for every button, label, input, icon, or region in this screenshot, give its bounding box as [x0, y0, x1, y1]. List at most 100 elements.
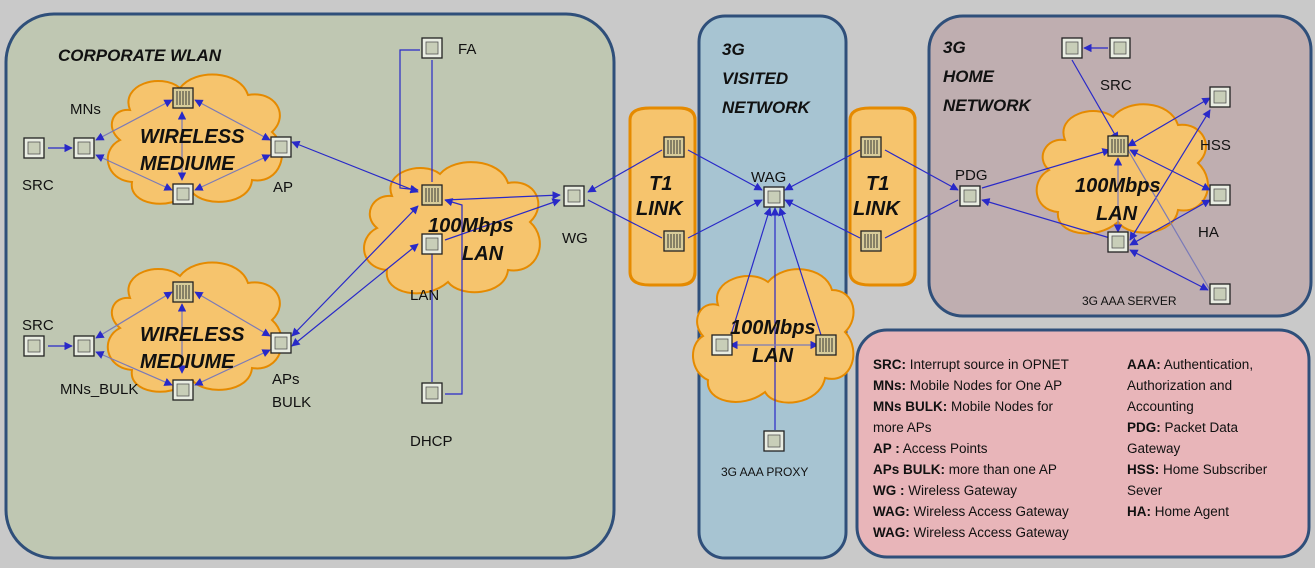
t1-left-line1: T1 [649, 173, 672, 195]
dhcp-node-icon[interactable] [421, 382, 443, 404]
t1-right-router-bottom-icon[interactable] [860, 230, 882, 252]
fa-label: FA [458, 41, 476, 58]
src-home-node-2-icon[interactable] [1109, 37, 1131, 59]
t1-left-router-bottom-icon[interactable] [663, 230, 685, 252]
legend-left-text-4: Access Points [900, 441, 988, 456]
t1-right-router-top-icon[interactable] [860, 136, 882, 158]
visited-title-line2: VISITED [722, 69, 788, 88]
corp-lan-line2: LAN [462, 243, 504, 265]
ap-label: AP [273, 179, 293, 196]
legend-left-item-0: SRC: Interrupt source in OPNET [873, 357, 1069, 372]
fa-node-icon[interactable] [421, 37, 443, 59]
home-lan-router-icon[interactable] [1107, 135, 1129, 157]
corp-lan-router-icon[interactable] [421, 184, 443, 206]
home-title-line1: 3G [943, 38, 966, 57]
wireless-bottom-router-icon[interactable] [172, 281, 194, 303]
legend-right-key-5: HSS: [1127, 462, 1159, 477]
t1-right-line1: T1 [866, 173, 889, 195]
wireless-top-router-icon[interactable] [172, 87, 194, 109]
legend-right-item-5: HSS: Home Subscriber [1127, 462, 1268, 477]
aaa-proxy-node-icon[interactable] [763, 430, 785, 452]
aps-bulk-label-line1: APs [272, 371, 300, 388]
legend-right-column: AAA: Authentication, Authorization andAcc… [1127, 357, 1268, 519]
legend-right-key-3: PDG: [1127, 420, 1161, 435]
src-top-node-icon[interactable] [23, 137, 45, 159]
lan-node-icon[interactable] [421, 233, 443, 255]
legend-left-item-3: more APs [873, 420, 932, 435]
legend-left-key-1: MNs: [873, 378, 906, 393]
src-home-node-icon[interactable] [1061, 37, 1083, 59]
wg-node-icon[interactable] [563, 185, 585, 207]
legend-left-key-6: WG : [873, 483, 905, 498]
aps-bulk-node-icon[interactable] [270, 332, 292, 354]
legend-left-item-7: WAG: Wireless Access Gateway [873, 504, 1069, 519]
legend-left-text-0: Interrupt source in OPNET [906, 357, 1069, 372]
ha-label: HA [1198, 224, 1219, 241]
wag-label: WAG [751, 169, 786, 186]
wireless-bottom-node-icon[interactable] [172, 379, 194, 401]
ap-node-icon[interactable] [270, 136, 292, 158]
home-title-line2: HOME [943, 67, 995, 86]
legend-left-text-1: Mobile Nodes for One AP [906, 378, 1062, 393]
wireless-top-line1: WIRELESS [140, 126, 245, 148]
legend-right-item-3: PDG: Packet Data [1127, 420, 1239, 435]
legend-right-item-7: HA: Home Agent [1127, 504, 1229, 519]
legend-left-item-6: WG : Wireless Gateway [873, 483, 1017, 498]
lan-label: LAN [410, 287, 439, 304]
legend-left-key-7: WAG: [873, 504, 910, 519]
ha-node-icon[interactable] [1209, 184, 1231, 206]
legend-left-text-2: Mobile Nodes for [947, 399, 1053, 414]
legend-right-item-2: Accounting [1127, 399, 1194, 414]
src-home-label: SRC [1100, 77, 1132, 94]
wireless-top-line2: MEDIUME [140, 153, 235, 175]
legend-left-key-5: APs BULK: [873, 462, 945, 477]
visited-lan-line2: LAN [752, 345, 794, 367]
legend-right-text-4: Gateway [1127, 441, 1181, 456]
legend-right-text-0: Authentication, [1161, 357, 1253, 372]
t1-left-router-top-icon[interactable] [663, 136, 685, 158]
legend-right-text-3: Packet Data [1161, 420, 1239, 435]
src-top-label: SRC [22, 177, 54, 194]
src-bottom-label: SRC [22, 317, 54, 334]
legend-left-item-2: MNs BULK: Mobile Nodes for [873, 399, 1054, 414]
wireless-bottom-line2: MEDIUME [140, 351, 235, 373]
legend-left-item-4: AP : Access Points [873, 441, 988, 456]
src-bottom-node-icon[interactable] [23, 335, 45, 357]
wg-label: WG [562, 230, 588, 247]
wag-node-icon[interactable] [763, 186, 785, 208]
mns-bulk-label: MNs_BULK [60, 381, 138, 398]
legend-right-text-5: Home Subscriber [1159, 462, 1268, 477]
home-lan-node-icon[interactable] [1107, 231, 1129, 253]
legend-left-text-5: more than one AP [945, 462, 1057, 477]
t1-right-line2: LINK [853, 198, 901, 220]
dhcp-label: DHCP [410, 433, 453, 450]
legend-right-key-7: HA: [1127, 504, 1151, 519]
mns-bulk-node-icon[interactable] [73, 335, 95, 357]
legend-left-text-6: Wireless Gateway [905, 483, 1018, 498]
home-title-line3: NETWORK [943, 96, 1033, 115]
home-lan-line1: 100Mbps [1075, 175, 1161, 197]
legend-right-text-1: Authorization and [1127, 378, 1232, 393]
legend-left-item-8: WAG: Wireless Access Gateway [873, 525, 1069, 540]
t1-link-left [628, 106, 697, 287]
legend-right-key-0: AAA: [1127, 357, 1161, 372]
legend-left-text-3: more APs [873, 420, 932, 435]
aaa-server-label: 3G AAA SERVER [1082, 294, 1177, 308]
visited-lan-cloud [691, 268, 855, 404]
visited-lan-node-icon[interactable] [711, 334, 733, 356]
pdg-node-icon[interactable] [959, 185, 981, 207]
hss-label: HSS [1200, 137, 1231, 154]
hss-node-icon[interactable] [1209, 86, 1231, 108]
aaa-server-node-icon[interactable] [1209, 283, 1231, 305]
mns-node-icon[interactable] [73, 137, 95, 159]
wireless-top-node-icon[interactable] [172, 183, 194, 205]
pdg-label: PDG [955, 167, 988, 184]
visited-lan-router-icon[interactable] [815, 334, 837, 356]
legend-box [855, 328, 1311, 559]
legend-left-item-5: APs BULK: more than one AP [873, 462, 1057, 477]
wireless-bottom-line1: WIRELESS [140, 324, 245, 346]
legend-left-key-0: SRC: [873, 357, 906, 372]
legend-right-text-7: Home Agent [1151, 504, 1229, 519]
